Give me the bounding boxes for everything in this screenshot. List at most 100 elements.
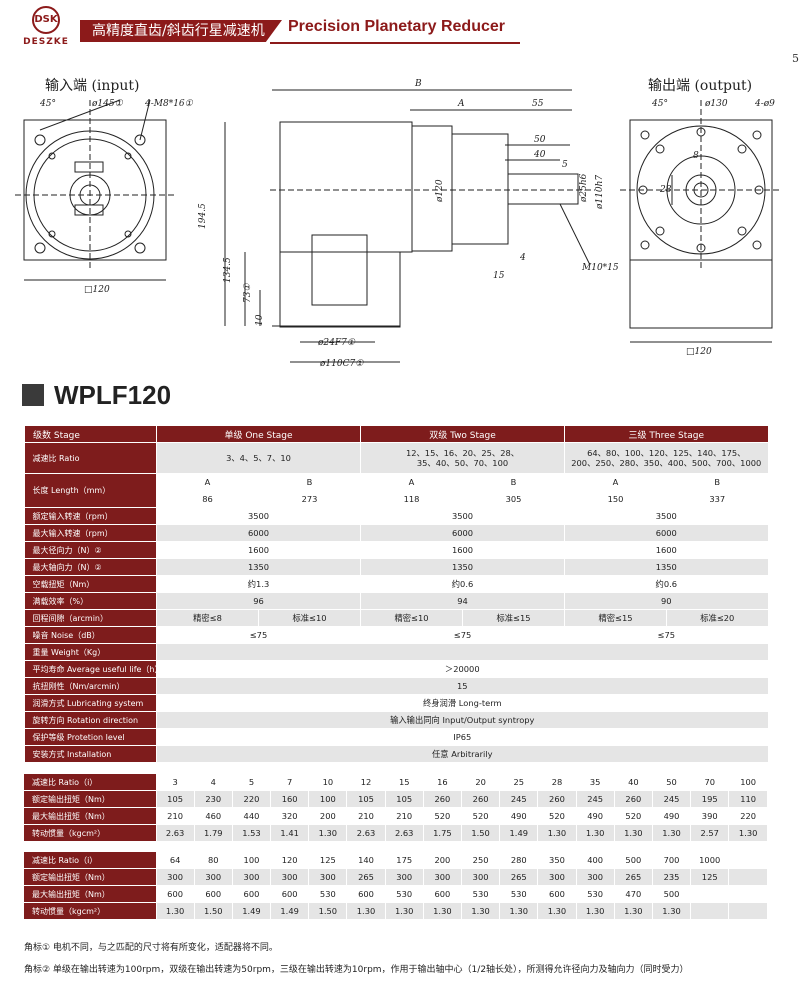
- torque-cell: 1.30: [651, 902, 691, 920]
- length-ab: B: [461, 473, 565, 491]
- backlash-val: 标准≤10: [258, 609, 361, 627]
- common-row-label: 安装方式 Installation: [24, 745, 157, 763]
- torque-cell: 300: [537, 868, 577, 886]
- spec-row-value: 1600: [156, 541, 361, 559]
- torque-row-label: 最大输出扭矩（Nm）: [24, 885, 156, 903]
- torque-cell: 220: [231, 790, 271, 808]
- torque-cell: 3: [155, 774, 195, 791]
- dim-side-4: 4: [519, 253, 526, 263]
- torque-row-label: 转动惯量（kgcm²）: [24, 824, 156, 842]
- spec-row-value: 6000: [359, 524, 565, 542]
- torque-cell: [728, 852, 767, 869]
- torque-cell: 300: [575, 868, 615, 886]
- torque-cell: 64: [155, 852, 195, 869]
- dim-input-square: □120: [84, 285, 110, 295]
- torque-cell: 520: [537, 807, 577, 825]
- torque-cell: 1.30: [308, 824, 347, 842]
- dim-input-height3: 73①: [243, 283, 253, 303]
- weight-row: 重量 Weight（Kg）: [24, 643, 768, 661]
- spec-row-label: 满载效率（%）: [24, 592, 157, 610]
- torque-cell: [690, 885, 729, 903]
- length-ab: B: [666, 473, 768, 491]
- torque-cell: 1.30: [460, 902, 500, 920]
- torque-cell: 520: [460, 807, 500, 825]
- torque-cell: 1.30: [728, 824, 767, 842]
- backlash-val: 精密≤10: [360, 609, 463, 627]
- dim-output-key: 8: [693, 151, 699, 161]
- torque-cell: 245: [651, 790, 691, 808]
- backlash-row: 回程间隙（arcmin） 精密≤8 标准≤10 精密≤10 标准≤15 精密≤1…: [24, 609, 768, 627]
- dim-input-height2: 134.5: [223, 257, 233, 283]
- torque-cell: 260: [460, 790, 500, 808]
- torque-cell: 230: [193, 790, 233, 808]
- dim-output-holes: 4-ø9: [754, 99, 775, 109]
- torque-cell: 7: [270, 774, 309, 791]
- common-row-label: 抗扭刚性（Nm/arcmin）: [24, 677, 157, 695]
- spec-header-row: 级数 Stage 单级 One Stage 双级 Two Stage 三级 Th…: [24, 426, 768, 443]
- dim-output-angle: 45°: [651, 99, 668, 109]
- torque-cell: 600: [537, 885, 577, 903]
- dim-side-spigot: ø110C7①: [319, 359, 364, 369]
- length-ab: A: [360, 473, 463, 491]
- common-row-value: 终身润滑 Long-term: [155, 694, 768, 712]
- torque-cell: 600: [231, 885, 271, 903]
- torque-cell: 1.30: [155, 902, 195, 920]
- torque-cell: 1.30: [384, 902, 424, 920]
- torque-cell: 12: [346, 774, 386, 791]
- length-val: 118: [360, 490, 463, 508]
- backlash-val: 精密≤8: [156, 609, 259, 627]
- torque-row-label: 额定输出扭矩（Nm）: [24, 790, 156, 808]
- torque-cell: 520: [613, 807, 653, 825]
- torque-cell: 35: [575, 774, 615, 791]
- brand-logo: DSK DESZKE: [22, 6, 70, 47]
- torque-cell: 210: [384, 807, 424, 825]
- backlash-val: 标准≤15: [461, 609, 565, 627]
- torque-cell: 4: [193, 774, 233, 791]
- spec-row-value: 1350: [156, 558, 361, 576]
- stage-one: 单级 One Stage: [156, 426, 361, 443]
- model-title: WPLF120: [22, 380, 171, 411]
- torque-cell: 105: [346, 790, 386, 808]
- torque-cell: 260: [537, 790, 577, 808]
- brand-name: DESZKE: [23, 37, 69, 47]
- dim-side-15: 15: [493, 271, 505, 281]
- common-row-value: ＞20000: [155, 660, 768, 678]
- spec-table: 级数 Stage 单级 One Stage 双级 Two Stage 三级 Th…: [24, 426, 768, 763]
- common-row-value: 任意 Arbitrarily: [155, 745, 768, 763]
- weight-label: 重量 Weight（Kg）: [24, 643, 157, 661]
- torque-cell: 105: [155, 790, 195, 808]
- noise-label: 噪音 Noise（dB）: [24, 626, 157, 644]
- length-val: 305: [461, 490, 565, 508]
- torque-cell: 1.30: [613, 824, 653, 842]
- torque-cell: 105: [384, 790, 424, 808]
- torque-cell: 1.30: [537, 824, 577, 842]
- torque-cell: 40: [613, 774, 653, 791]
- dim-side-B: B: [414, 79, 422, 89]
- noise-row: 噪音 Noise（dB） ≤75 ≤75 ≤75: [24, 626, 768, 644]
- spec-row-value: 90: [564, 592, 768, 610]
- torque-row-label: 减速比 Ratio（i）: [24, 852, 156, 869]
- backlash-val: 精密≤15: [564, 609, 667, 627]
- common-row: 平均寿命 Average useful life（h）＞20000: [24, 660, 768, 678]
- torque-cell: 1.49: [499, 824, 538, 842]
- side-view: [224, 89, 595, 363]
- torque-cell: 200: [422, 852, 462, 869]
- dim-side-A: A: [457, 99, 465, 109]
- technical-drawing: 45° ø145① 4-M8*16① 194.5 134.5 73① 10 □1…: [15, 79, 782, 369]
- ratio-row: 减速比 Ratio 3、4、5、7、10 12、15、16、20、25、28、 …: [24, 442, 768, 474]
- common-row-value: 输入输出同向 Input/Output syntropy: [155, 711, 768, 729]
- torque-cell: 1.50: [308, 902, 347, 920]
- torque-cell: 300: [193, 868, 233, 886]
- title-underline: [270, 42, 520, 44]
- torque-cell: 245: [499, 790, 538, 808]
- dim-side-5: 5: [562, 160, 568, 170]
- common-row-label: 润滑方式 Lubricating system: [24, 694, 157, 712]
